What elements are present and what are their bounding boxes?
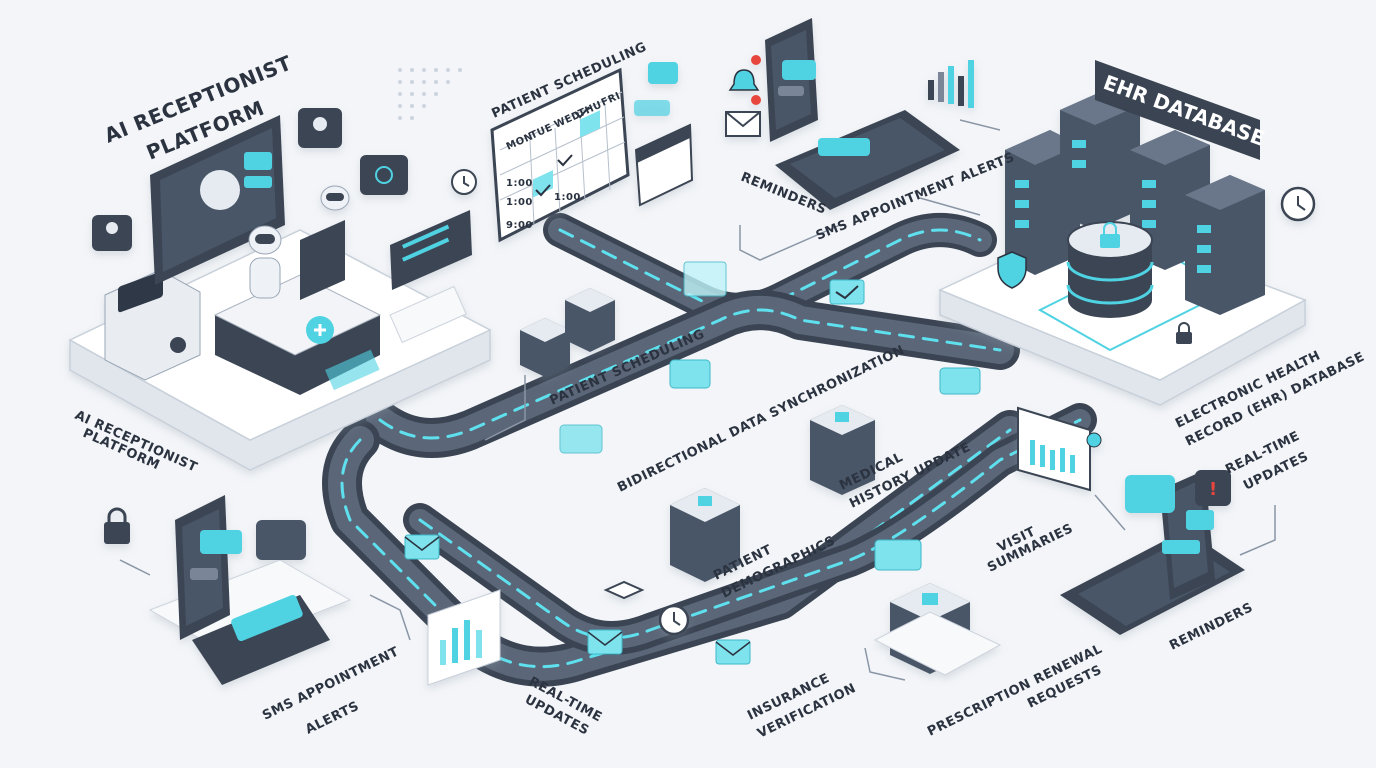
tablet-icon [192, 594, 330, 685]
server-stacks [520, 288, 1002, 676]
envelope-icon [829, 279, 865, 305]
data-packet [683, 261, 727, 297]
check-mark [535, 184, 551, 197]
database-icon [565, 288, 615, 352]
clock-icon [1280, 186, 1316, 222]
data-packet [874, 539, 922, 571]
calendar-time: 1:00 [506, 197, 533, 208]
chat-bubble-icon [634, 100, 670, 116]
database-icon [810, 405, 875, 495]
server-icon [1185, 175, 1265, 315]
processing-node [603, 580, 645, 600]
check-mark [574, 106, 590, 119]
calendar-time: 9:00 [506, 220, 533, 231]
svg-text:!: ! [1209, 479, 1217, 500]
sms-alerts-label: ALERTS [303, 699, 362, 738]
chat-bubble-icon [92, 215, 132, 251]
check-mark [557, 154, 573, 167]
scheduling-calendar: MON TUE WED THU FRI 1:00 1:00 9:00 1:00 [451, 62, 694, 243]
smartphone-icon [175, 495, 242, 640]
envelope-icon [587, 629, 623, 655]
database-icon [670, 488, 740, 582]
chat-bubble-icon [1125, 475, 1175, 513]
smartphone-icon [765, 18, 818, 142]
connector-lines [119, 119, 1276, 681]
clock-icon [451, 169, 477, 195]
lock-icon [104, 507, 130, 544]
robot-icon [320, 185, 350, 211]
envelope-icon [404, 534, 440, 560]
bottom-left-mobile [104, 495, 501, 686]
chat-bubble-icon [360, 155, 408, 195]
calendar-time: 1:00 [506, 178, 533, 189]
lock-icon [1100, 222, 1120, 248]
chat-bubble-icon [298, 108, 342, 148]
monitor-display [150, 115, 285, 285]
reminders-label: REMINDERS [1167, 600, 1255, 653]
top-mobile-devices [725, 18, 974, 210]
background-dots [398, 68, 462, 120]
data-packet [559, 424, 603, 454]
ehr-database-platform [938, 90, 1316, 406]
tablet-icon [775, 110, 960, 210]
shield-icon [997, 251, 1027, 289]
bar-chart-icon [928, 60, 974, 108]
bell-icon [728, 55, 761, 91]
clock-icon [658, 604, 690, 636]
envelope-icon [725, 95, 761, 137]
robot-icon [248, 225, 282, 299]
data-packet [669, 359, 711, 389]
chat-bubble-icon: ! [1195, 470, 1231, 506]
bar-chart-icon [1017, 406, 1102, 492]
right-devices: ! [1017, 406, 1245, 635]
kiosk [104, 269, 201, 381]
bar-chart-icon [427, 589, 501, 686]
database-icon [520, 318, 570, 377]
calendar-time: 1:00 [554, 192, 581, 203]
chat-panel [390, 210, 472, 290]
calendar-icon [634, 123, 694, 207]
chat-bubble-icon [648, 62, 678, 84]
ai-receptionist-platform [68, 108, 492, 471]
envelope-icon [715, 639, 751, 665]
data-packet [939, 367, 981, 395]
chat-bubble-icon [256, 520, 306, 560]
robot-icon [200, 170, 240, 210]
lock-icon [1176, 322, 1192, 344]
